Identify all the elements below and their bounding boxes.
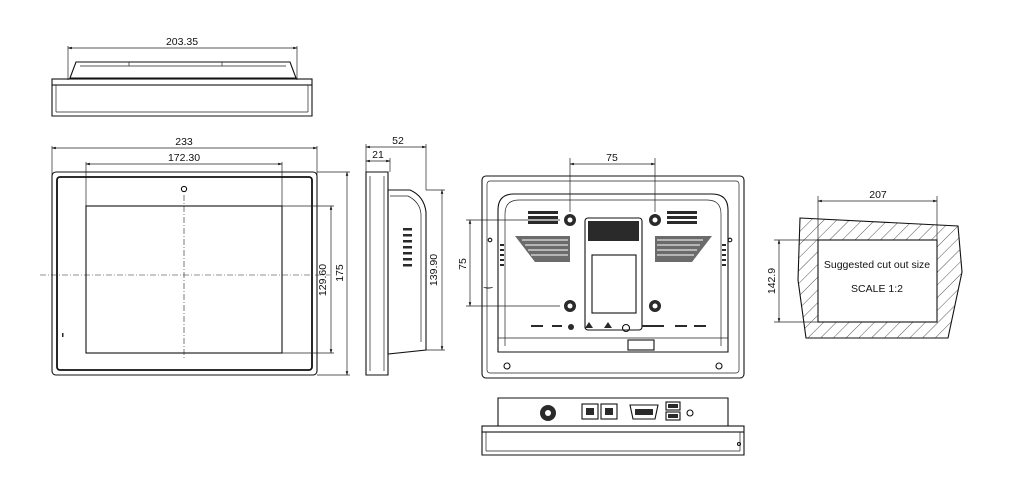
bottom-bezel [481,425,745,433]
side-rear-housing [387,189,427,355]
side-depth-dimension: 52 [392,135,404,147]
cutout-width-dimension: 207 [869,189,887,201]
port-markings [531,322,706,333]
cutout-opening [817,239,938,323]
front-height-dimension: 175 [334,264,346,282]
label-area [591,254,637,314]
ground-screw-icon [686,409,694,417]
side-bezel-dimension: 21 [372,149,384,161]
cutout-view: 207 Suggested cut out size SCALE 1:2 142… [766,189,963,339]
camera-hole-icon [180,185,188,193]
center-module [584,217,643,331]
mount-hole-icon [715,362,723,370]
upper-vents [528,211,697,224]
screen-height-dimension: 129.60 [317,264,329,296]
heatsink-left [515,236,570,262]
vesa-screw-icon [564,214,661,312]
usb-port-1 [665,401,681,411]
rear-housing [497,193,729,353]
front-bezel [56,176,313,371]
top-view-front-bezel [51,78,313,86]
side-height-dimension: 139.90 [428,254,440,286]
rear-outer-frame [481,175,745,379]
rear-view: 75 75 [457,152,745,379]
lan-port-1 [581,403,599,420]
serial-port [629,404,659,420]
cutout-height-dimension: 142.9 [766,268,778,294]
vent-slots [403,228,412,267]
cutout-scale: SCALE 1:2 [851,283,903,295]
side-view: 52 21 139.90 [365,135,445,376]
side-front-frame [365,171,389,376]
side-vent-marks [500,244,726,266]
screen-width-dimension: 172.30 [168,152,200,164]
front-view: 233 172.30 129.60 175 [40,136,350,376]
top-view: 203.35 [51,36,313,117]
bottom-view [481,397,745,456]
led-indicator [62,333,64,337]
top-width-dimension: 203.35 [166,36,198,48]
rear-marker-left: ‿ [483,277,494,289]
vesa-horizontal-dimension: 75 [606,152,618,164]
vesa-vertical-dimension: 75 [457,258,469,270]
mount-hole-icon [503,362,511,370]
top-view-back-housing [69,61,297,79]
usb-port-2 [665,411,681,421]
lan-port-2 [600,403,618,420]
cutout-label: Suggested cut out size [824,259,930,271]
rear-bottom-tab [627,339,655,351]
heatsink-right [655,236,712,262]
front-width-dimension: 233 [175,136,193,148]
front-outer-frame [51,171,318,376]
